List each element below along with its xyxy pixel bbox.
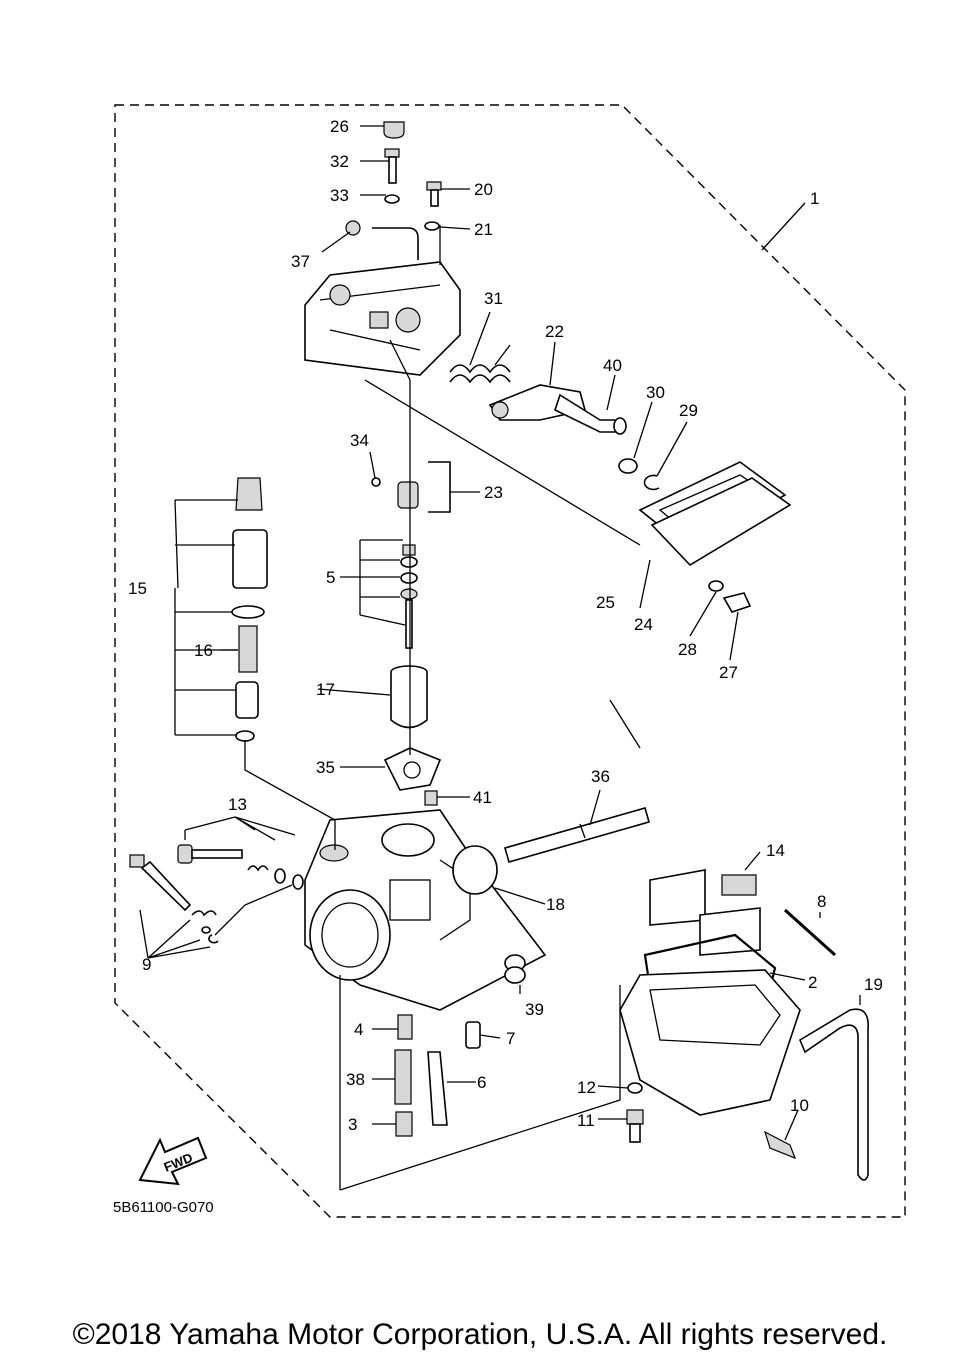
callout-35: 35	[316, 758, 335, 777]
callout-21: 21	[474, 220, 493, 239]
clip-29	[643, 474, 660, 491]
callout-7: 7	[506, 1029, 515, 1048]
callout-10: 10	[790, 1096, 809, 1115]
callout-27: 27	[719, 663, 738, 682]
callout-39: 39	[525, 1000, 544, 1019]
callout-34: 34	[350, 431, 369, 450]
float-pin-8	[783, 908, 837, 957]
leader-lines	[139, 125, 861, 1191]
callout-15: 15	[128, 579, 147, 598]
callout-17: 17	[316, 680, 335, 699]
carburetor-body	[304, 809, 547, 1011]
throttle-slide-17	[390, 665, 428, 729]
pipe-36	[504, 807, 650, 863]
callout-41: 41	[473, 788, 492, 807]
drain-hose-19	[798, 1008, 869, 1181]
callout-5: 5	[326, 568, 335, 587]
callout-22: 22	[545, 322, 564, 341]
idle-screw-13	[177, 844, 304, 890]
callout-19: 19	[864, 975, 883, 994]
callout-9: 9	[142, 955, 151, 974]
drain-screw-10	[763, 1130, 797, 1160]
washer-12	[627, 1082, 643, 1094]
callout-2: 2	[808, 973, 817, 992]
washer-30	[618, 458, 638, 474]
starter-plunger	[231, 477, 268, 742]
top-cap-parts	[345, 121, 442, 260]
callout-32: 32	[330, 152, 349, 171]
callout-14: 14	[766, 841, 785, 860]
o-ring-18	[452, 845, 498, 895]
callout-6: 6	[477, 1073, 486, 1092]
screw-41	[424, 790, 438, 806]
callout-38: 38	[346, 1070, 365, 1089]
callout-28: 28	[678, 640, 697, 659]
callout-20: 20	[474, 180, 493, 199]
spring-31	[449, 344, 511, 384]
callout-1: 1	[810, 189, 819, 208]
callout-labels: 1 2 3 4 5 6 7 8 9 10 11 12 13 14 15 16 1…	[128, 117, 883, 1134]
callout-36: 36	[591, 767, 610, 786]
bowl-screw-11	[626, 1109, 644, 1143]
callout-37: 37	[291, 252, 310, 271]
fwd-arrow-icon: FWD	[138, 1136, 208, 1186]
callout-18: 18	[546, 895, 565, 914]
callout-40: 40	[603, 356, 622, 375]
collar-39	[504, 954, 526, 984]
callout-11: 11	[577, 1111, 595, 1130]
callout-26: 26	[330, 117, 349, 136]
gasket-35	[383, 747, 442, 791]
callout-13: 13	[228, 795, 247, 814]
callout-31: 31	[484, 289, 503, 308]
lever-assembly	[488, 384, 627, 435]
float-bowl	[619, 969, 801, 1116]
screw-27	[708, 580, 752, 613]
pilot-screw-9	[129, 854, 219, 944]
callout-30: 30	[646, 383, 665, 402]
callout-16: 16	[194, 641, 213, 660]
needle-assembly	[371, 461, 451, 649]
callout-8: 8	[817, 892, 826, 911]
callout-33: 33	[330, 186, 349, 205]
copyright-notice: ©2018 Yamaha Motor Corporation, U.S.A. A…	[72, 1318, 888, 1351]
callout-29: 29	[679, 401, 698, 420]
assembly-boundary	[114, 104, 906, 1218]
part-code: 5B61100-G070	[113, 1199, 214, 1216]
top-cover-body	[304, 261, 461, 376]
callout-24: 24	[634, 615, 653, 634]
callout-12: 12	[577, 1078, 596, 1097]
jets	[394, 1014, 481, 1137]
callout-3: 3	[348, 1115, 357, 1134]
callout-4: 4	[354, 1020, 363, 1039]
callout-25: 25	[596, 593, 615, 612]
callout-23: 23	[484, 483, 503, 502]
cover-gaskets	[638, 461, 792, 567]
